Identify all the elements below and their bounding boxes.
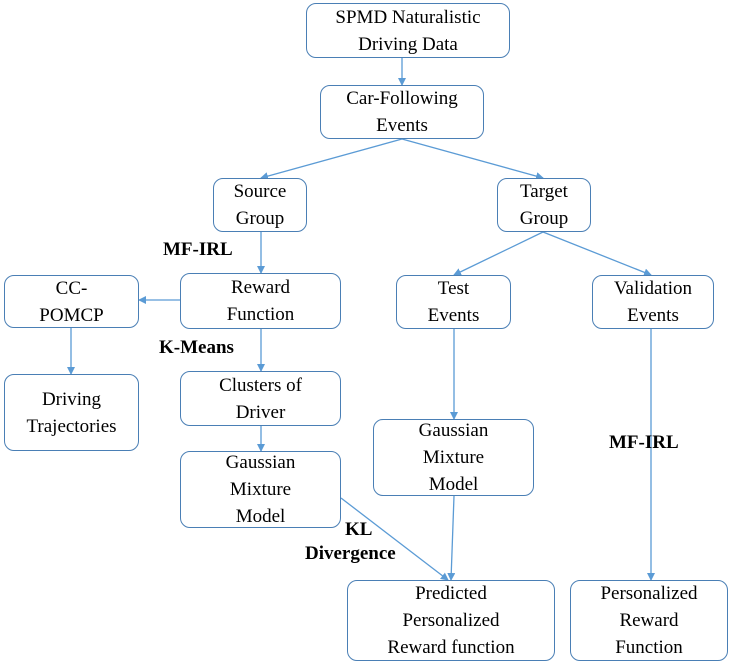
node-line: Reward function: [387, 637, 515, 658]
node-gaussian-mixture-model-test: Gaussian Mixture Model: [373, 419, 534, 496]
node-line: Trajectories: [26, 415, 117, 437]
node-clusters-of-driver: Clusters of Driver: [180, 371, 341, 426]
node-line: Source: [233, 181, 287, 202]
node-line: Gaussian: [225, 452, 296, 473]
edge-label-line: Divergence: [305, 543, 396, 564]
node-line: Events: [376, 115, 428, 136]
node-driving-trajectories: Driving Trajectories: [4, 374, 139, 451]
node-spmd-naturalistic-driving-data: SPMD Naturalistic Driving Data: [306, 3, 510, 58]
arrow-car-following-to-target-group: [401, 138, 544, 180]
node-test-events: Test Events: [396, 275, 511, 329]
node-line: Function: [226, 304, 295, 325]
arrow-gmm-test-to-predicted-reward: [447, 495, 456, 581]
node-line: Driver: [235, 401, 286, 423]
node-line: Personalized: [402, 610, 500, 631]
node-line: POMCP: [39, 304, 104, 326]
node-line: CC-: [55, 277, 88, 299]
node-line: Events: [427, 305, 480, 326]
node-line: Model: [428, 474, 479, 495]
arrow-car-following-to-source-group: [260, 138, 403, 180]
node-line: Reward: [230, 277, 291, 298]
node-line: Clusters of: [219, 374, 302, 396]
node-line: Car-Following: [346, 88, 458, 109]
node-source-group: Source Group: [213, 178, 307, 232]
node-target-group: Target Group: [497, 178, 591, 232]
node-line: Function: [615, 637, 683, 658]
node-line: Model: [235, 506, 286, 527]
node-line: Mixture: [229, 479, 292, 500]
node-line: Test: [437, 278, 470, 299]
node-line: Predicted: [415, 583, 487, 604]
node-line: Validation: [613, 278, 693, 299]
node-line: Driving: [41, 388, 102, 410]
node-cc-pomcp: CC- POMCP: [4, 275, 139, 328]
node-reward-function: Reward Function: [180, 273, 341, 329]
node-line: Group: [235, 208, 285, 229]
arrow-target-group-to-validation-events: [542, 231, 652, 277]
node-line: Target: [520, 181, 568, 202]
edge-label-mf-irl-validation: MF-IRL: [609, 432, 679, 453]
node-line: Mixture: [422, 447, 485, 468]
node-gaussian-mixture-model-source: Gaussian Mixture Model: [180, 451, 341, 528]
node-line: Reward: [619, 610, 679, 631]
edge-label-line: KL: [345, 519, 373, 540]
node-line: Group: [519, 208, 569, 229]
edge-label-mf-irl-source: MF-IRL: [163, 239, 233, 260]
edge-label-k-means: K-Means: [159, 337, 234, 358]
node-line: Events: [627, 305, 679, 326]
arrow-target-group-to-test-events: [453, 231, 544, 276]
node-predicted-personalized-reward-function: Predicted Personalized Reward function: [347, 580, 555, 661]
edge-label-kl-divergence: KL Divergence: [305, 518, 396, 566]
node-line: Personalized: [600, 583, 698, 604]
node-line: Gaussian: [418, 420, 489, 441]
node-car-following-events: Car-Following Events: [320, 85, 484, 139]
node-line: SPMD Naturalistic: [335, 6, 481, 28]
node-personalized-reward-function: Personalized Reward Function: [570, 580, 728, 661]
arrow-gmm-source-to-predicted-reward: [340, 497, 449, 581]
node-line: Driving Data: [358, 33, 458, 55]
node-validation-events: Validation Events: [592, 275, 714, 329]
